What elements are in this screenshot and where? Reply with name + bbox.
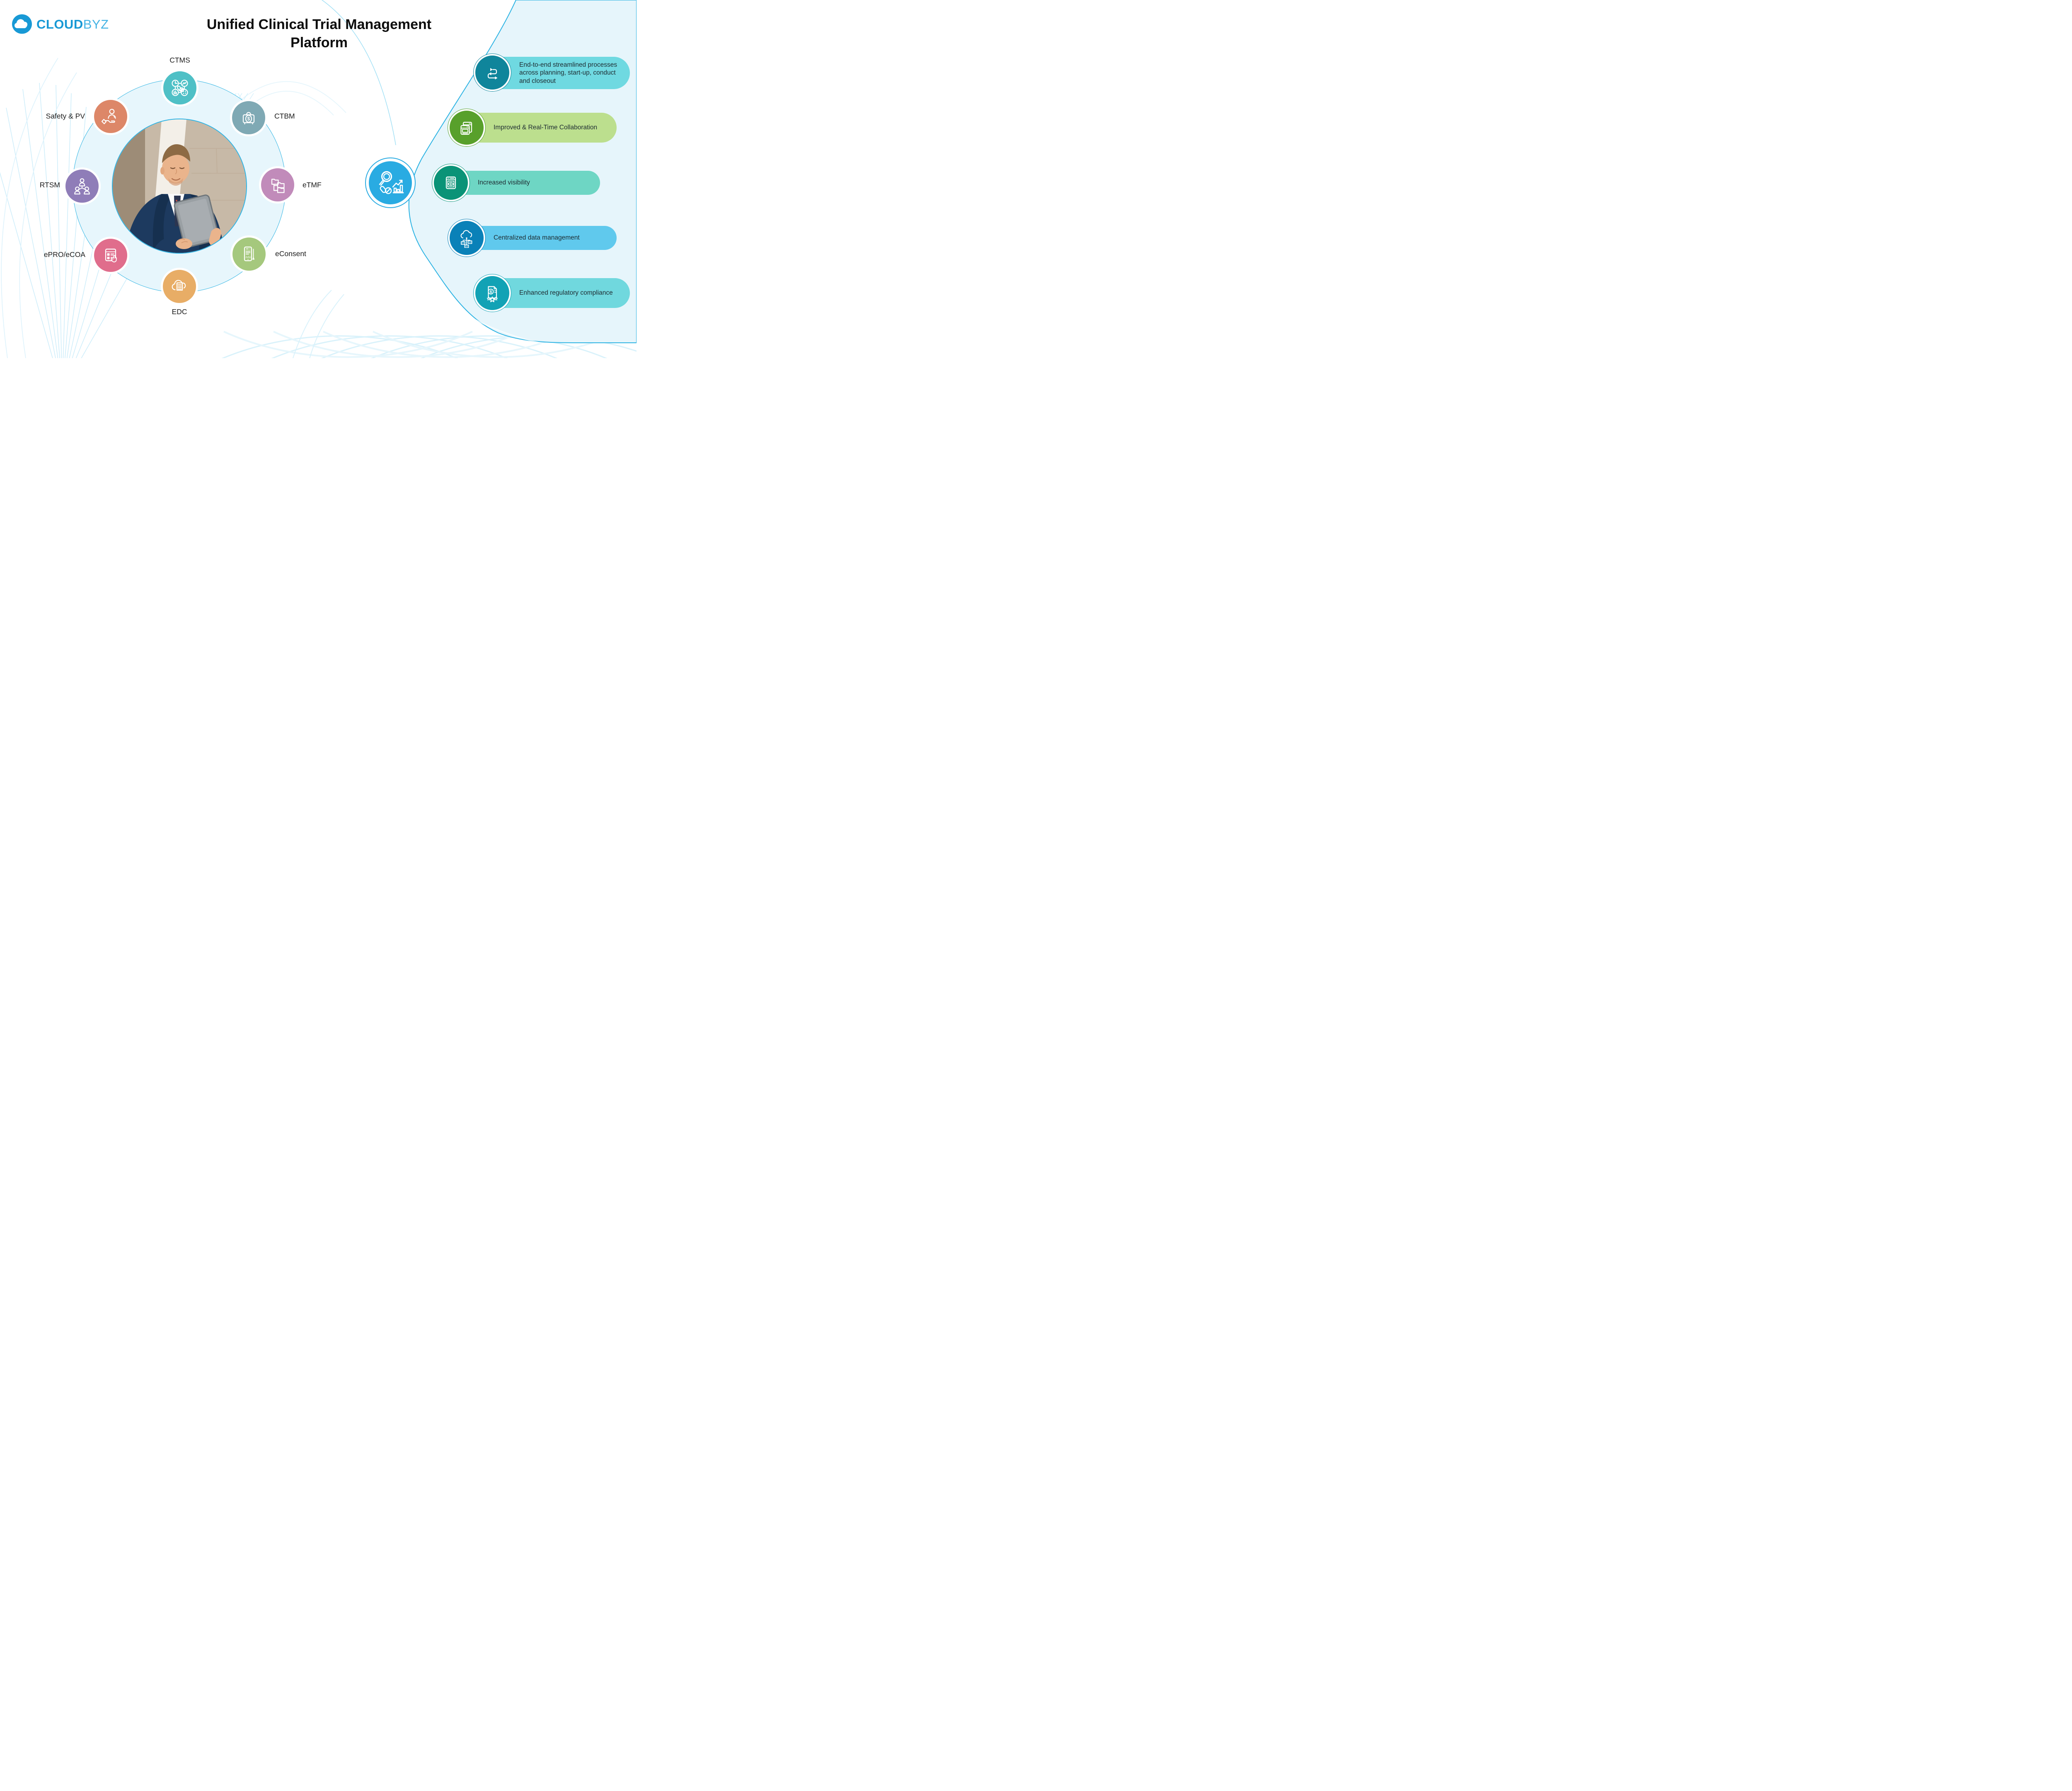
benefit-text-4: Centralized data management (494, 234, 580, 242)
org-chart-icon (74, 178, 90, 195)
page-title-line1: Unified Clinical Trial Management (206, 17, 432, 32)
module-label-edc: EDC (172, 308, 187, 316)
clinical-analytics-icon (379, 171, 404, 194)
module-circle-ctms (161, 69, 198, 107)
patient-care-icon (101, 109, 116, 124)
blob-white-sweeps (395, 248, 560, 349)
businessman-with-tablet-photo (112, 119, 247, 254)
bottom-mesh (221, 290, 637, 358)
logo-wordmark: CLOUDBYZ (36, 18, 109, 31)
benefit-text-1: End-to-end streamlined processes across … (519, 61, 617, 85)
cloud-network-icon (460, 230, 472, 248)
compliance-number-glyph: 6 (489, 290, 492, 295)
benefit-text-5: Enhanced regulatory compliance (519, 289, 613, 297)
benefit-icon-circle-2 (448, 109, 486, 147)
cloudbyz-logo: CLOUDBYZ (12, 14, 109, 34)
signature-glyph: John (245, 256, 251, 259)
module-label-epro: ePRO/eCOA (44, 250, 85, 259)
currency-glyph: $ (247, 117, 250, 122)
module-label-rtsm: RTSM (39, 181, 60, 189)
cloud-logo-icon (12, 14, 32, 34)
module-label-econsent: eConsent (275, 250, 306, 258)
form-click-icon (105, 248, 117, 262)
page-title: Unified Clinical Trial Management Platfo… (166, 16, 472, 52)
left-arcs (1, 58, 77, 358)
module-label-etmf: eTMF (303, 181, 322, 189)
budget-briefcase-icon: $ (242, 112, 255, 125)
platform-hub (365, 158, 416, 208)
benefit-text-2: Improved & Real-Time Collaboration (494, 124, 598, 131)
process-flow-icon (487, 68, 498, 80)
module-label-ctbm: CTBM (274, 112, 295, 120)
cloud-document-icon (172, 280, 186, 291)
visibility-eye-icon (445, 176, 456, 189)
benefit-icon-circle-4 (448, 219, 486, 257)
folder-tree-icon (271, 179, 285, 193)
benefit-icon-circle-1 (473, 53, 511, 92)
module-circle-ctbm: $ (230, 99, 267, 136)
module-label-ctms: CTMS (169, 56, 190, 64)
module-circle-epro (92, 237, 129, 274)
benefit-text-3: Increased visibility (478, 179, 530, 187)
logo-word-cloud: CLOUD (36, 17, 83, 32)
module-circle-safety (92, 98, 129, 135)
module-circle-edc (161, 268, 198, 305)
benefit-icon-circle-5: 6 (473, 274, 511, 312)
logo-word-byz: BYZ (83, 17, 109, 32)
phone-signature-icon: John (244, 246, 254, 262)
benefit-icon-circle-3 (432, 164, 470, 202)
collaboration-windows-icon (460, 121, 472, 135)
infographic-canvas: CLOUDBYZ Unified Clinical Trial Manageme… (0, 0, 637, 358)
module-circle-etmf (259, 166, 296, 204)
page-title-line2: Platform (290, 34, 348, 51)
module-label-safety: Safety & PV (46, 112, 85, 120)
trial-management-icon (172, 80, 188, 96)
module-circle-rtsm (63, 167, 101, 205)
photo-illustration (113, 119, 246, 253)
module-circle-econsent: John (230, 235, 268, 273)
regulatory-document-icon: 6 (487, 286, 498, 303)
